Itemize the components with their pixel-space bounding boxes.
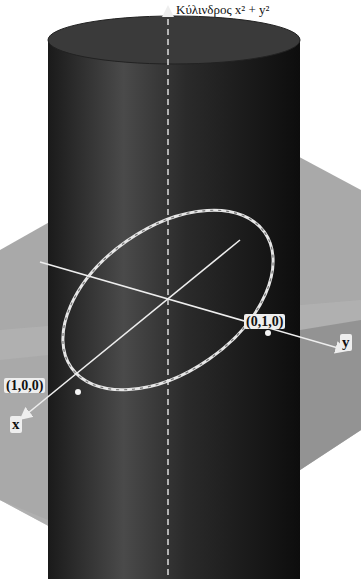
cylinder-label: Κύλινδρος x² + y² (176, 3, 269, 17)
axis-label: x (10, 416, 22, 433)
point-label: (0,1,0) (244, 314, 285, 329)
axis-label: y (340, 334, 352, 351)
point-label: (1,0,0) (4, 378, 45, 393)
